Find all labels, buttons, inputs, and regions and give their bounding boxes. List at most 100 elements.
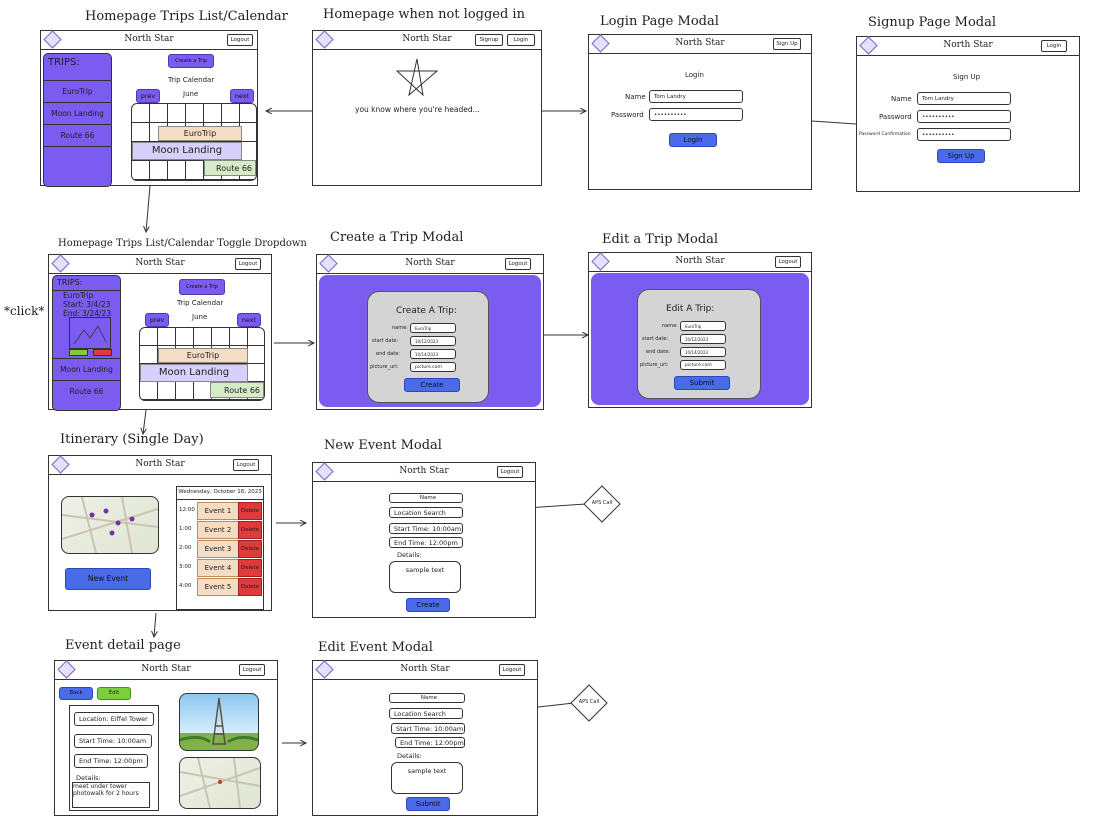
name-field[interactable]: EuroTrip — [410, 323, 456, 333]
login-button[interactable]: Login — [507, 34, 535, 46]
trip-item[interactable]: Moon Landing — [53, 358, 120, 381]
details-text: meet under tower photowalk for 2 hours — [72, 782, 150, 808]
calendar-event-eurotrip[interactable]: EuroTrip — [158, 348, 248, 363]
end-time-field: End Time: 12:00pm — [74, 754, 148, 768]
calendar-event-eurotrip[interactable]: EuroTrip — [158, 126, 242, 141]
login-button[interactable]: Login — [1041, 40, 1067, 52]
create-trip-frame: North Star Logout Create A Trip: name: E… — [316, 254, 544, 410]
logout-button[interactable]: Logout — [233, 459, 259, 471]
landing-frame: North Star Signup Login you know where y… — [312, 30, 542, 186]
next-button[interactable]: next — [237, 313, 261, 327]
eiffel-tower-photo — [179, 693, 259, 751]
login-submit-button[interactable]: Login — [669, 133, 717, 147]
header: North Star Signup Login — [313, 30, 541, 50]
start-date-field[interactable]: 10/12/2023 — [410, 336, 456, 346]
delete-button[interactable]: Delete — [238, 540, 262, 558]
title-edit-event: Edit Event Modal — [318, 640, 433, 655]
details-textarea[interactable]: sample text — [391, 762, 463, 794]
trip-item[interactable]: Moon Landing — [44, 102, 111, 125]
create-event-button[interactable]: Create — [406, 598, 450, 612]
brand: North Star — [675, 256, 725, 266]
next-button[interactable]: next — [230, 89, 254, 103]
brand: North Star — [675, 38, 725, 48]
prev-button[interactable]: prev — [136, 89, 160, 103]
create-submit-button[interactable]: Create — [404, 378, 460, 392]
map-image[interactable] — [179, 757, 261, 809]
logout-button[interactable]: Logout — [235, 258, 261, 270]
confirm-field[interactable]: •••••••••• — [917, 128, 1011, 141]
submit-event-button[interactable]: Submit — [406, 797, 450, 811]
logout-button[interactable]: Logout — [499, 664, 525, 676]
edit-event-frame: North Star Logout Name Location Search S… — [312, 660, 538, 816]
event-item[interactable]: Event 1 — [197, 502, 239, 520]
logout-button[interactable]: Logout — [505, 258, 531, 270]
event-item[interactable]: Event 2 — [197, 521, 239, 539]
logout-button[interactable]: Logout — [239, 664, 265, 676]
event-item[interactable]: Event 5 — [197, 578, 239, 596]
trips-header: TRIPS: — [57, 278, 83, 287]
new-event-button[interactable]: New Event — [65, 568, 151, 590]
picture-url-field[interactable]: picture.com — [410, 362, 456, 372]
start-date-field[interactable]: 10/12/2023 — [680, 334, 726, 344]
brand: North Star — [402, 34, 452, 44]
event-item[interactable]: Event 4 — [197, 559, 239, 577]
brand: North Star — [135, 459, 185, 469]
details-textarea[interactable]: sample text — [389, 561, 461, 593]
prev-button[interactable]: prev — [145, 313, 169, 327]
header: North Star Login — [857, 36, 1079, 56]
password-field[interactable]: •••••••••• — [917, 110, 1011, 123]
signup-button[interactable]: Sign Up — [773, 38, 801, 50]
name-field[interactable]: Tom Landry — [649, 90, 743, 103]
edit-submit-button[interactable]: Submit — [674, 376, 730, 390]
event-item[interactable]: Event 3 — [197, 540, 239, 558]
delete-button[interactable]: Delete — [238, 578, 262, 596]
end-time-field[interactable]: End Time: 12:00pm — [395, 737, 465, 748]
trip-calendar: EuroTrip Moon Landing Route 66 — [131, 103, 257, 181]
signup-button[interactable]: Signup — [475, 34, 503, 46]
create-trip-button[interactable]: Create a Trip — [179, 279, 225, 295]
create-trip-button[interactable]: Create a Trip — [168, 54, 214, 68]
delete-button[interactable]: Delete — [238, 521, 262, 539]
calendar-event-route66[interactable]: Route 66 — [204, 160, 256, 176]
field-label: end date: — [646, 349, 670, 355]
name-field[interactable]: Name — [389, 493, 463, 503]
signup-submit-button[interactable]: Sign Up — [937, 149, 985, 163]
name-field[interactable]: Name — [389, 693, 465, 703]
field-label: picture_url: — [640, 362, 669, 368]
delete-button[interactable]: Delete — [238, 502, 262, 520]
end-time-field[interactable]: End Time: 12:00pm — [389, 537, 463, 548]
start-time-field[interactable]: Start Time: 10:00am — [391, 723, 465, 734]
map-image[interactable] — [61, 496, 159, 554]
logout-button[interactable]: Logout — [497, 466, 523, 478]
picture-url-field[interactable]: picture.com — [680, 360, 726, 370]
calendar-event-moon-landing[interactable]: Moon Landing — [132, 142, 242, 160]
time-label: 1:00 — [179, 526, 192, 532]
name-field[interactable]: EuroTrip — [680, 321, 726, 331]
calendar-event-route66[interactable]: Route 66 — [210, 382, 264, 398]
end-date-field[interactable]: 10/14/2023 — [410, 349, 456, 359]
end-date-field[interactable]: 10/14/2023 — [680, 347, 726, 357]
calendar-event-moon-landing[interactable]: Moon Landing — [140, 364, 248, 382]
edit-trip-button[interactable] — [69, 349, 88, 356]
back-button[interactable]: Back — [59, 687, 93, 700]
edit-button[interactable]: Edit — [97, 687, 131, 700]
trip-item[interactable]: Route 66 — [53, 380, 120, 403]
start-time-field[interactable]: Start Time: 10:00am — [389, 523, 463, 534]
trip-item-expanded[interactable]: EuroTrip Start: 3/4/23 End: 3/24/23 — [53, 290, 120, 358]
logout-button[interactable]: Logout — [227, 34, 253, 46]
trips-sidebar: TRIPS: EuroTrip Moon Landing Route 66 — [43, 53, 112, 187]
trip-item[interactable]: Route 66 — [44, 124, 111, 147]
password-field[interactable]: •••••••••• — [649, 108, 743, 121]
modal-title: Create A Trip: — [396, 306, 457, 316]
password-label: Password — [879, 113, 912, 121]
location-search-field[interactable]: Location Search — [389, 708, 463, 719]
location-search-field[interactable]: Location Search — [389, 507, 463, 518]
trip-item[interactable]: EuroTrip — [44, 80, 111, 103]
title-homepage: Homepage Trips List/Calendar — [85, 9, 288, 24]
delete-trip-button[interactable] — [93, 349, 112, 356]
title-edit-trip: Edit a Trip Modal — [602, 232, 719, 247]
name-field[interactable]: Tom Landry — [917, 92, 1011, 105]
logout-button[interactable]: Logout — [775, 256, 801, 268]
delete-button[interactable]: Delete — [238, 559, 262, 577]
header: North Star Logout — [313, 660, 537, 680]
